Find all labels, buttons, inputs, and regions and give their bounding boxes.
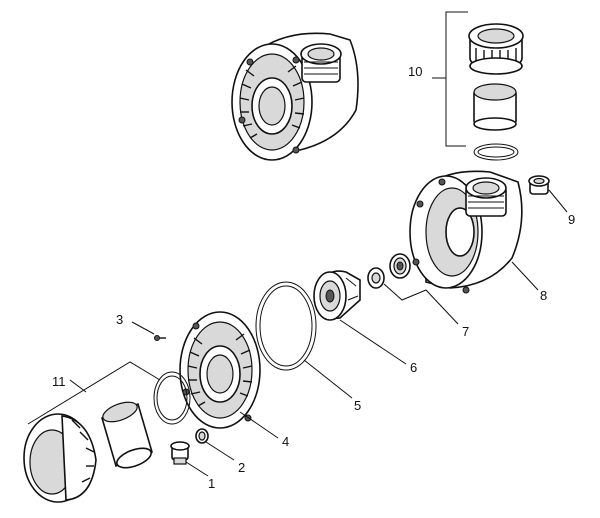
callout-7: 7 bbox=[462, 324, 469, 339]
part-10-union-set bbox=[468, 23, 524, 161]
part-11-union-set bbox=[23, 371, 191, 503]
callout-2: 2 bbox=[238, 460, 245, 475]
leader-lines bbox=[27, 11, 568, 477]
part-3-screw bbox=[154, 335, 166, 341]
part-2-washer bbox=[195, 428, 209, 444]
callout-11: 11 bbox=[52, 374, 66, 389]
callout-8: 8 bbox=[540, 288, 547, 303]
callout-9: 9 bbox=[568, 212, 575, 227]
callout-3: 3 bbox=[116, 312, 123, 327]
part-6-impeller bbox=[313, 270, 361, 321]
part-1-drain-plug bbox=[170, 441, 190, 465]
callout-labels: 1 2 3 4 5 6 7 8 9 10 11 bbox=[52, 64, 575, 491]
callout-6: 6 bbox=[410, 360, 417, 375]
callout-5: 5 bbox=[354, 398, 361, 413]
part-5-housing-o-ring bbox=[255, 281, 317, 371]
assembled-pump bbox=[231, 32, 359, 161]
callout-10: 10 bbox=[408, 64, 422, 79]
callout-4: 4 bbox=[282, 434, 289, 449]
assembled-pump-ribs bbox=[239, 65, 305, 139]
part-4-seal-plate bbox=[179, 311, 261, 429]
callout-1: 1 bbox=[208, 476, 215, 491]
part-7-shaft-seal bbox=[367, 253, 411, 289]
seal-plate-ribs bbox=[187, 333, 253, 407]
part-9-drain-plug bbox=[528, 175, 550, 195]
part-8-volute-housing bbox=[409, 170, 523, 294]
